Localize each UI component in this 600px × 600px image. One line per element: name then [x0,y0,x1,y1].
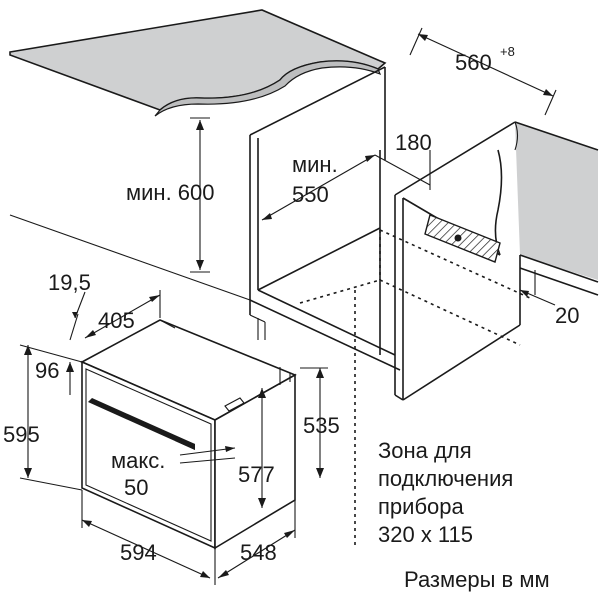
step-offset-label: 20 [555,303,579,328]
min-depth-value: 550 [292,182,329,207]
cutout-width-superscript: +8 [500,44,515,59]
top-gap-label: 96 [35,358,59,383]
connection-zone-line-2: подключения [378,466,513,491]
cabinet-outline [9,66,599,545]
dimension-lines [19,27,557,585]
connection-zone-line-4: 320 x 115 [378,522,473,547]
oven-inner-height-label: 577 [238,462,275,487]
oven-height-inner-label: 535 [303,413,340,438]
oven-depth-label: 548 [240,540,277,565]
connection-zone-line-3: прибора [378,494,465,519]
depth-offset-label: 180 [395,130,432,155]
cutout-width-label: 560 [455,50,492,75]
trim-thickness-label: 19,5 [48,270,91,295]
min-depth-prefix: мин. [292,152,338,177]
units-note: Размеры в мм [404,567,550,592]
min-height-label: мин. 600 [126,180,215,205]
oven-width-label: 594 [120,540,157,565]
trim-depth-label: 405 [98,308,135,333]
countertop [9,9,387,117]
max-prefix: макс. [111,448,165,473]
dimension-labels: 560 +8 180 мин. 600 мин. 550 20 19,5 405… [3,44,579,565]
max-value: 50 [124,475,148,500]
connection-zone-note: Зона для подключения прибора 320 x 115 [378,438,513,547]
oven-height-label: 595 [3,422,40,447]
connection-zone-line-1: Зона для [378,438,472,463]
oven [80,319,297,550]
